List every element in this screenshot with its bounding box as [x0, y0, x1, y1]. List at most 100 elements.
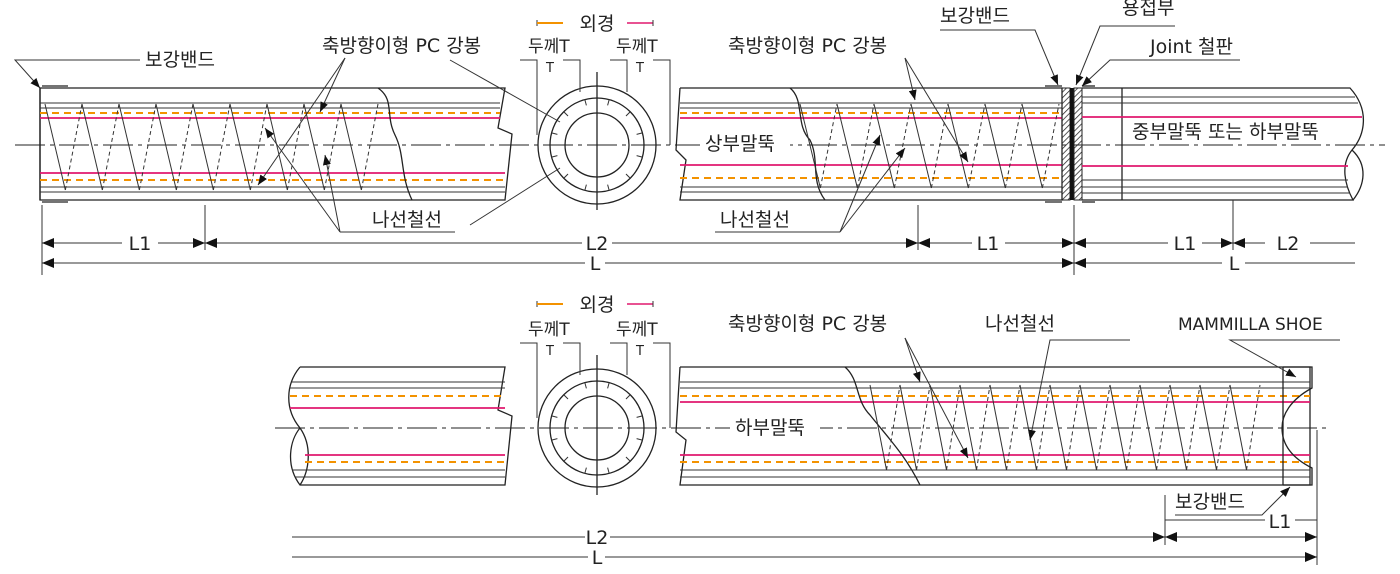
dim-l-a: L — [590, 253, 601, 275]
joint-plate — [1061, 85, 1095, 203]
spiral-segment — [192, 103, 214, 191]
dimensions-bottom — [292, 430, 1318, 565]
spiral-segment-back — [64, 103, 83, 191]
spiral-segment — [1109, 384, 1127, 471]
spiral-segment-back — [323, 103, 342, 191]
t-right-bottom: T — [635, 344, 644, 359]
strand-mark — [563, 111, 569, 117]
spiral-segment-back — [1186, 384, 1201, 471]
spiral-wire-left — [44, 103, 379, 191]
spiral-segment — [303, 103, 325, 191]
strand-mark — [584, 184, 587, 191]
top-row: 외경 두께T 두께T T T — [13, 0, 1385, 275]
thickness-right-label-bottom: 두께T — [616, 320, 658, 340]
spiral-segment — [929, 384, 947, 471]
spiral-segment-back — [1096, 384, 1111, 471]
cross-section-top — [520, 20, 671, 210]
strand-mark — [607, 467, 610, 474]
lower-pile-label: 하부말뚝 — [735, 417, 805, 439]
spiral-segment-back — [1006, 384, 1021, 471]
lower-pile-left-section — [288, 366, 513, 486]
spiral-segment-back — [1246, 384, 1261, 471]
spiral-segment-back — [1041, 103, 1060, 189]
spiral-segment-back — [212, 103, 231, 191]
weld-label: 용접부 — [1122, 0, 1174, 19]
pc-bar-label-right: 축방향이형 PC 강봉 — [728, 35, 887, 57]
spiral-wire-right — [799, 103, 1060, 189]
spiral-segment — [340, 103, 362, 191]
spiral-segment — [836, 103, 858, 189]
strand-mark — [625, 173, 631, 179]
spiral-segment-back — [249, 103, 268, 191]
dim-l2-bottom: L2 — [586, 527, 609, 549]
spiral-segment-back — [976, 384, 991, 471]
middle-or-lower-pile — [1082, 87, 1364, 201]
spiral-segment — [1079, 384, 1097, 471]
spiral-segment-back — [1156, 384, 1171, 471]
t-left-bottom: T — [545, 344, 554, 359]
dim-l1-a: L1 — [129, 233, 152, 255]
spiral-segment-back — [1036, 384, 1051, 471]
spiral-segment — [899, 384, 917, 471]
strand-mark — [625, 456, 631, 462]
strand-mark — [607, 99, 610, 106]
spiral-segment — [44, 103, 66, 191]
spiral-segment-back — [967, 103, 986, 189]
spiral-segment — [873, 103, 895, 189]
strand-mark — [563, 394, 569, 400]
strand-mark — [563, 173, 569, 179]
thickness-left-label-top: 두께T — [528, 37, 570, 57]
spiral-segment-back — [819, 103, 838, 189]
strand-mark — [551, 438, 558, 441]
strand-mark — [551, 132, 558, 135]
thickness-left-label-bottom: 두께T — [528, 320, 570, 340]
joint-plate-label: Joint 철판 — [1149, 36, 1233, 58]
strand-mark — [636, 438, 643, 441]
spiral-segment-back — [1066, 384, 1081, 471]
spiral-wire-bottom — [869, 384, 1261, 471]
spiral-label-right: 나선철선 — [720, 209, 790, 231]
spiral-segment-back — [1004, 103, 1023, 189]
strand-mark — [607, 184, 610, 191]
spiral-segment — [81, 103, 103, 191]
dimensions-top — [41, 200, 1355, 275]
spiral-segment-back — [286, 103, 305, 191]
spiral-segment-back — [916, 384, 931, 471]
spiral-segment-back — [360, 103, 379, 191]
spiral-segment-back — [1216, 384, 1231, 471]
t-right-top: T — [635, 61, 644, 76]
band-label-right: 보강밴드 — [940, 5, 1010, 27]
spiral-segment — [989, 384, 1007, 471]
pc-bar-label-bottom: 축방향이형 PC 강봉 — [728, 313, 887, 335]
spiral-segment — [959, 384, 977, 471]
strand-mark — [584, 382, 587, 389]
spiral-segment — [1199, 384, 1217, 471]
dim-l2-a: L2 — [586, 233, 609, 255]
upper-pile-left-section — [39, 85, 513, 203]
spiral-segment — [1139, 384, 1157, 471]
strand-mark — [584, 99, 587, 106]
spiral-segment-back — [893, 103, 912, 189]
cross-section-bottom — [520, 301, 671, 495]
shoe-label: MAMMILLA SHOE — [1178, 315, 1323, 335]
strand-mark — [625, 111, 631, 117]
spiral-segment-back — [946, 384, 961, 471]
spiral-segment-back — [1126, 384, 1141, 471]
strand-mark — [551, 415, 558, 418]
spiral-segment — [1169, 384, 1187, 471]
dim-l2-c: L2 — [1277, 233, 1300, 255]
spiral-label-left: 나선철선 — [372, 209, 442, 231]
mammilla-shoe — [1281, 366, 1313, 486]
spiral-segment — [984, 103, 1006, 189]
spiral-segment — [266, 103, 288, 191]
strand-mark — [636, 155, 643, 158]
thickness-right-label-top: 두께T — [616, 37, 658, 57]
spiral-segment-back — [138, 103, 157, 191]
dim-l1-b: L1 — [977, 233, 1000, 255]
band-label-left: 보강밴드 — [145, 49, 215, 71]
dim-l1-c: L1 — [1174, 233, 1197, 255]
band-label-bottom: 보강밴드 — [1175, 491, 1245, 513]
outer-diameter-label-top: 외경 — [580, 13, 615, 35]
strand-mark — [636, 415, 643, 418]
